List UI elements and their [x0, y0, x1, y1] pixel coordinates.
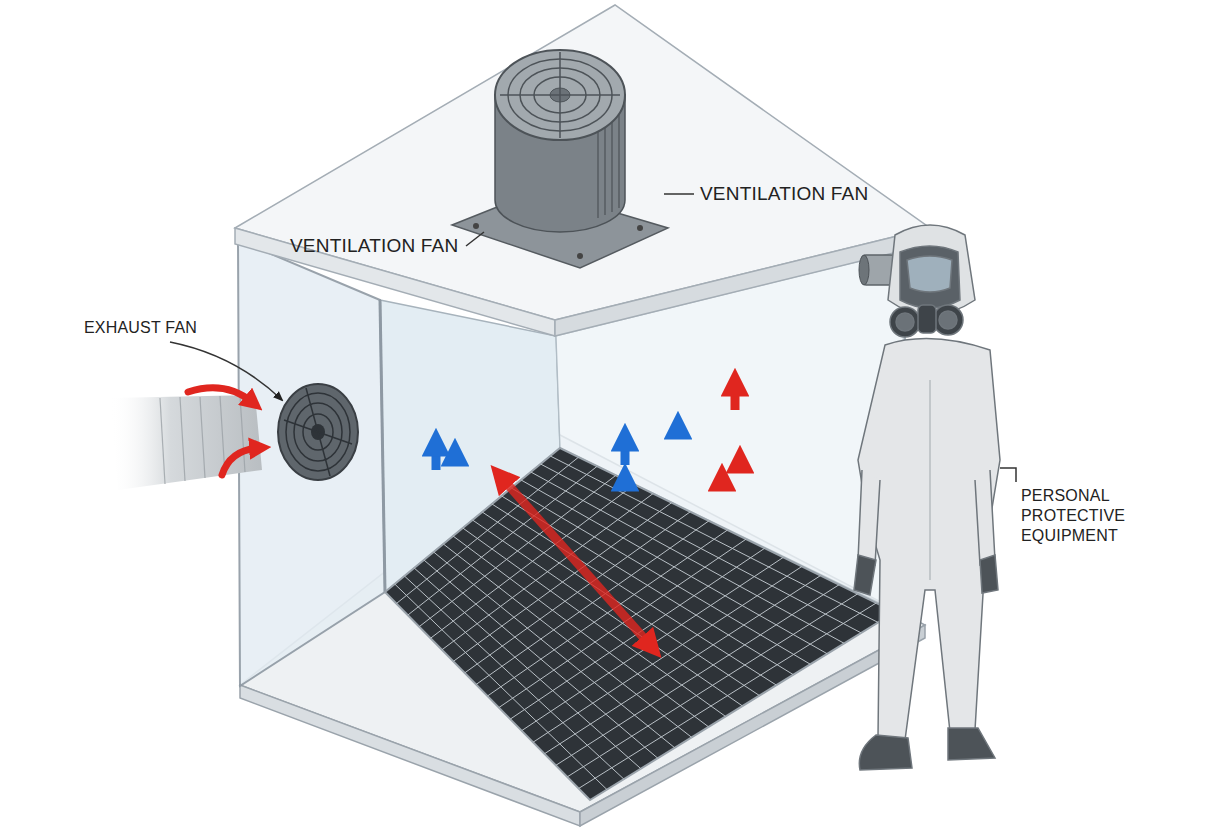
ppe-person — [854, 225, 1000, 770]
grate-line — [521, 480, 827, 654]
grate-line — [511, 488, 810, 664]
grate-line — [473, 520, 743, 706]
floor-grate — [385, 448, 895, 800]
exhaust-duct — [110, 395, 262, 490]
grate-line — [541, 464, 862, 633]
part-label: PERSONAL PROTECTIVE EQUIPMENT — [1021, 486, 1209, 546]
grate-line — [550, 456, 878, 622]
grate-line — [522, 557, 784, 730]
part-label: VENTILATION FAN — [700, 182, 868, 206]
exhaust-fan-symbol — [278, 384, 358, 480]
leader-lines — [170, 194, 1016, 482]
grate-line — [579, 603, 877, 789]
grate-line — [556, 585, 839, 766]
part-label: EXHAUST FAN — [84, 318, 197, 338]
grate-line — [544, 576, 820, 754]
roof-panel — [235, 5, 930, 336]
grate-line — [488, 530, 728, 696]
ventilation-fan-symbol — [452, 50, 668, 268]
grate-line — [567, 594, 858, 777]
airflow-arrows — [436, 385, 740, 645]
part-label: VENTILATION FAN — [290, 234, 458, 258]
exhaust-airflow-arrow — [188, 388, 258, 475]
grate-line — [492, 504, 776, 685]
